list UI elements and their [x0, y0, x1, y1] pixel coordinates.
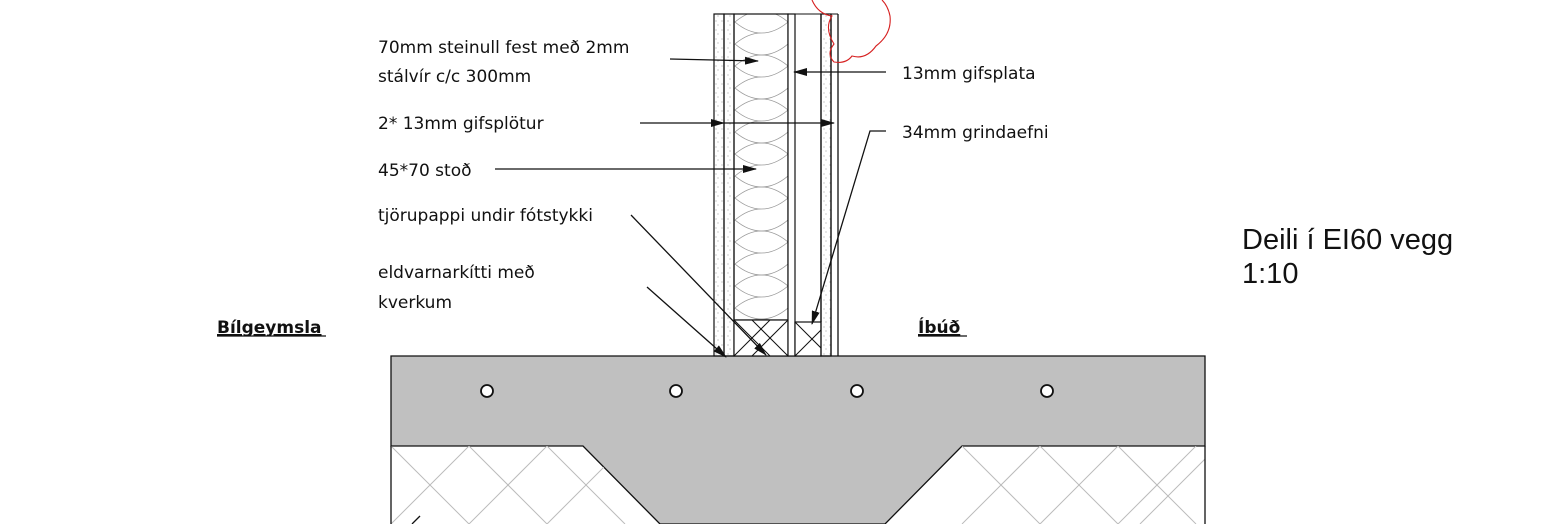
- ground-insulation-left: [390, 446, 626, 524]
- drawing-scale: 1:10: [1242, 258, 1298, 290]
- drawing-title: Deili í EI60 vegg: [1242, 224, 1453, 256]
- room-label-garage: Bílgeymsla: [217, 318, 322, 338]
- leader-lines: [411, 56, 886, 524]
- gypsum-board-outer-left: [713, 13, 725, 357]
- label-insulation-line2: stálvír c/c 300mm: [378, 67, 531, 87]
- label-single-gypsum: 13mm gifsplata: [902, 64, 1036, 84]
- rebar: [1040, 384, 1054, 398]
- rebar: [480, 384, 494, 398]
- label-insulation-line1: 70mm steinull fest með 2mm: [378, 38, 629, 58]
- mineral-wool: [733, 13, 789, 321]
- wall-section: [713, 13, 839, 357]
- air-gap: [787, 13, 796, 357]
- batten-bottom: [794, 321, 822, 357]
- label-sealant-line2: kverkum: [378, 293, 452, 313]
- rebar-row: [480, 384, 1054, 398]
- revision-cloud: [811, 0, 891, 63]
- rebar: [850, 384, 864, 398]
- concrete-slab: [390, 355, 1206, 524]
- label-sealant-line1: eldvarnarkítti með: [378, 263, 535, 283]
- label-tar-paper: tjörupappi undir fótstykki: [378, 206, 593, 226]
- rebar: [669, 384, 683, 398]
- label-battens: 34mm grindaefni: [902, 123, 1049, 143]
- gypsum-board-inner-left: [723, 13, 735, 357]
- gypsum-board-right: [820, 13, 832, 357]
- label-stud: 45*70 stoð: [378, 161, 472, 181]
- label-double-gypsum: 2* 13mm gifsplötur: [378, 114, 544, 134]
- room-label-apartment: Íbúð: [918, 316, 960, 338]
- ground-insulation-right: [961, 446, 1206, 524]
